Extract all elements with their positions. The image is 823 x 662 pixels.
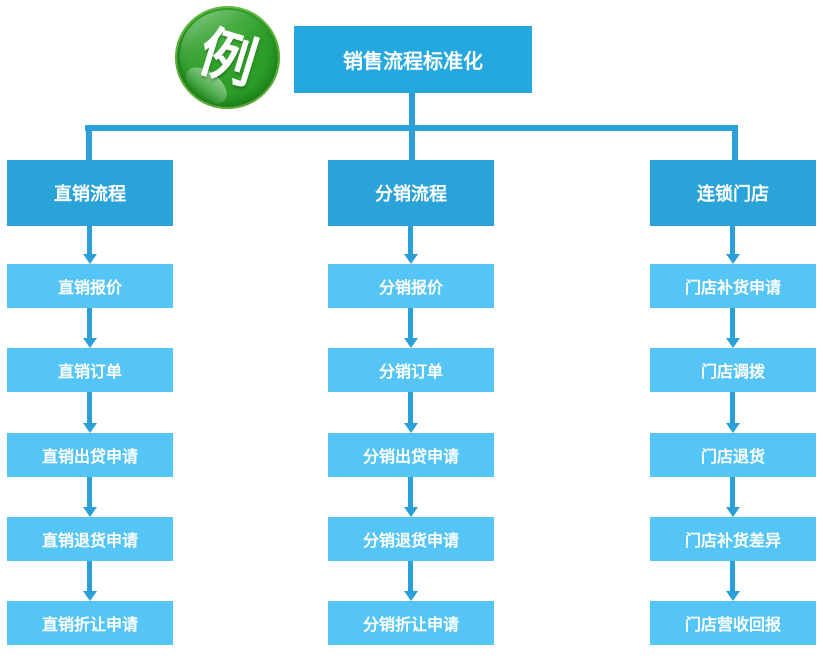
node-label: 分销报价 (378, 280, 443, 297)
node-store-return: 门店退货 (650, 433, 816, 477)
node-label: 分销折让申请 (362, 617, 459, 634)
node-direct-sales-order: 直销订单 (7, 348, 173, 392)
node-store-replenishment-variance: 门店补货差异 (650, 517, 816, 561)
connector-drop-direct-sales (86, 125, 92, 161)
node-label: 直销退货申请 (41, 533, 138, 550)
node-label: 门店营收回报 (684, 617, 781, 634)
node-store-transfer: 门店调拨 (650, 348, 816, 392)
arrow-down-icon (82, 477, 97, 517)
root-node-label: 销售流程标准化 (343, 51, 483, 73)
branch-header-label: 直销流程 (54, 184, 126, 204)
connector-drop-chain-stores (732, 125, 738, 161)
node-label: 分销出贷申请 (362, 449, 459, 466)
arrow-down-icon (725, 226, 740, 264)
node-label: 门店补货申请 (684, 280, 781, 297)
connector-root-vertical (409, 92, 415, 131)
node-label: 直销出贷申请 (41, 449, 138, 466)
arrow-down-icon (82, 226, 97, 264)
arrow-down-icon (403, 477, 418, 517)
arrow-down-icon (82, 392, 97, 433)
node-distribution-shipment-request: 分销出贷申请 (328, 433, 494, 477)
node-label: 门店补货差异 (684, 533, 781, 550)
arrow-down-icon (725, 477, 740, 517)
branch-header-label: 连锁门店 (697, 184, 769, 204)
branch-header-chain-stores: 连锁门店 (650, 160, 816, 226)
node-label: 门店退货 (700, 449, 765, 466)
badge-gloss (180, 10, 275, 101)
node-distribution-quotation: 分销报价 (328, 264, 494, 308)
branch-header-distribution: 分销流程 (328, 160, 494, 226)
root-node: 销售流程标准化 (294, 26, 532, 93)
branch-header-direct-sales: 直销流程 (7, 160, 173, 226)
node-direct-sales-return-request: 直销退货申请 (7, 517, 173, 561)
arrow-down-icon (82, 308, 97, 348)
node-distribution-return-request: 分销退货申请 (328, 517, 494, 561)
branch-header-label: 分销流程 (375, 184, 447, 204)
arrow-down-icon (725, 392, 740, 433)
node-store-replenishment-request: 门店补货申请 (650, 264, 816, 308)
node-direct-sales-shipment-request: 直销出贷申请 (7, 433, 173, 477)
node-label: 分销订单 (378, 364, 443, 381)
arrow-down-icon (403, 308, 418, 348)
arrow-down-icon (725, 308, 740, 348)
node-label: 直销订单 (57, 364, 122, 381)
node-label: 直销折让申请 (41, 617, 138, 634)
arrow-down-icon (403, 561, 418, 601)
connector-drop-distribution (409, 125, 415, 161)
node-direct-sales-quotation: 直销报价 (7, 264, 173, 308)
node-direct-sales-discount-request: 直销折让申请 (7, 601, 173, 645)
node-distribution-order: 分销订单 (328, 348, 494, 392)
example-badge: 例 (175, 6, 280, 111)
node-label: 直销报价 (57, 280, 122, 297)
node-store-revenue-report: 门店营收回报 (650, 601, 816, 645)
node-label: 分销退货申请 (362, 533, 459, 550)
arrow-down-icon (403, 226, 418, 264)
arrow-down-icon (82, 561, 97, 601)
node-distribution-discount-request: 分销折让申请 (328, 601, 494, 645)
arrow-down-icon (403, 392, 418, 433)
node-label: 门店调拨 (700, 364, 765, 381)
arrow-down-icon (725, 561, 740, 601)
